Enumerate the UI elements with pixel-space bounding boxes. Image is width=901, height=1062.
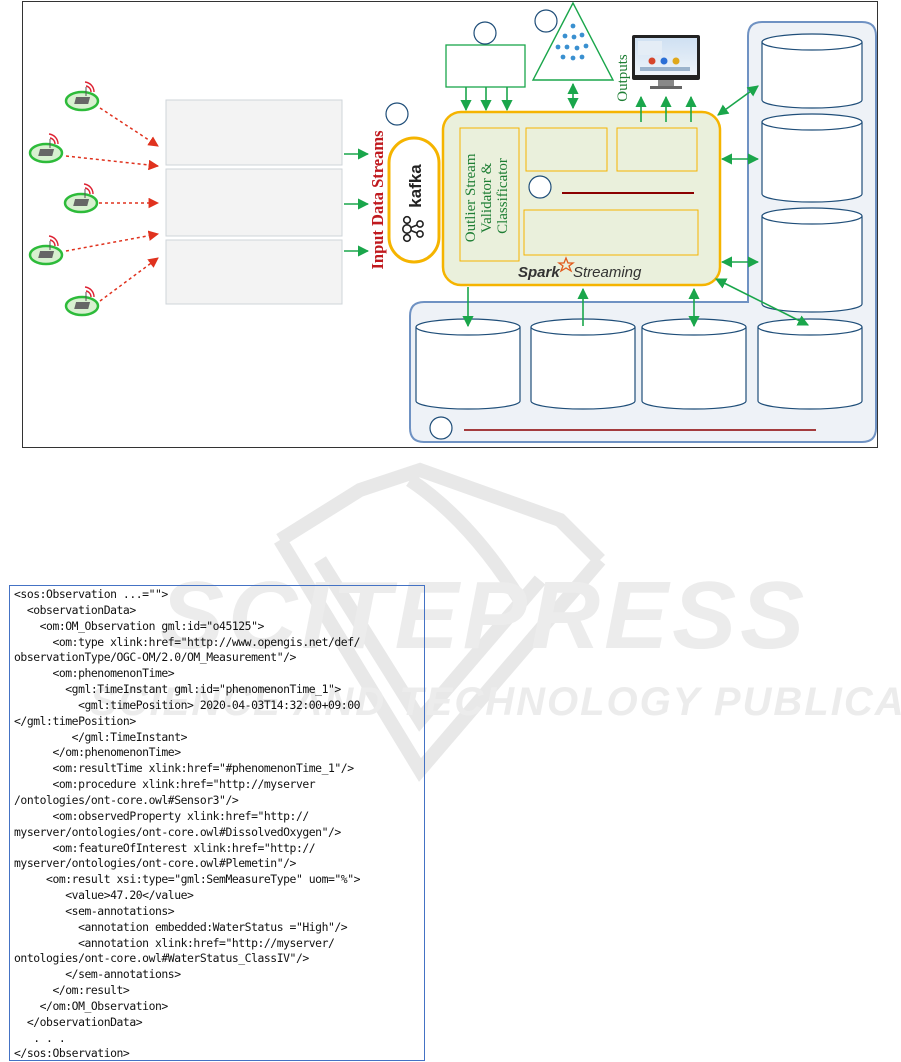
input-stream-box-3 <box>165 239 343 305</box>
spark-storage-arrows <box>462 85 810 328</box>
spark-logo-text: Spark <box>518 264 560 281</box>
code-line: <om:type xlink:href="http://www.opengis.… <box>14 634 361 649</box>
spark-streaming-logo: Spark Streaming <box>518 256 642 281</box>
code-line: </om:OM_Observation> <box>14 998 169 1013</box>
code-line: <om:featureOfInterest xlink:href="http:/… <box>14 840 316 855</box>
code-line: </observationData> <box>14 1014 143 1029</box>
step-circle-ml <box>534 9 558 33</box>
database-icon <box>415 318 521 410</box>
input-streams-label: Input Data Streams <box>368 130 387 270</box>
svg-text:SCIENCE AND TECHNOLOGY PUBLICA: SCIENCE AND TECHNOLOGY PUBLICATIONS <box>90 680 901 724</box>
code-line: myserver/ontologies/ont-core.owl#Dissolv… <box>14 824 341 839</box>
publisher-watermark-text: SCITEPRESS SCIENCE AND TECHNOLOGY PUBLIC… <box>90 562 901 724</box>
code-line: <om:result xsi:type="gml:SemMeasureType"… <box>14 872 361 887</box>
code-line: . . . <box>14 1030 66 1045</box>
code-line: /ontologies/ont-core.owl#Sensor3"/> <box>14 792 239 807</box>
code-line: </om:result> <box>14 983 130 998</box>
publisher-watermark-logo <box>274 462 606 782</box>
code-line: <om:observedProperty xlink:href="http:// <box>14 808 309 823</box>
step-circle-kafka <box>385 102 409 126</box>
kafka-label: kafka <box>406 164 425 208</box>
sensor-icon <box>63 183 99 214</box>
spark-to-outputs-arrows <box>635 95 697 122</box>
code-line: <annotation embedded:WaterStatus ="High"… <box>14 919 348 934</box>
database-icon <box>761 113 863 203</box>
stream-to-kafka-arrows <box>344 148 370 257</box>
code-line: <gml:timePosition> 2020-04-03T14:32:00+0… <box>14 697 361 712</box>
streaming-logo-text: Streaming <box>573 264 642 281</box>
sensor-icon <box>64 81 100 112</box>
validator-label: Outlier Stream Validator & Classificator <box>463 150 511 242</box>
code-line: <om:phenomenonTime> <box>14 666 175 681</box>
step-circle-storage <box>429 416 453 440</box>
code-line: </sem-annotations> <box>14 967 181 982</box>
config-box <box>445 44 526 88</box>
processing-box-3 <box>523 209 699 256</box>
step-circle-config <box>473 21 497 45</box>
config-to-spark-arrows <box>460 87 513 112</box>
sensor-icon <box>28 133 64 164</box>
sensor-icon <box>28 235 64 266</box>
code-line: <om:resultTime xlink:href="#phenomenonTi… <box>14 761 354 776</box>
code-line: </gml:TimeInstant> <box>14 729 188 744</box>
code-line: <observationData> <box>14 602 136 617</box>
outputs-label: Outputs <box>615 54 631 102</box>
code-line: </sos:Observation> <box>14 1046 130 1061</box>
svg-text:SCITEPRESS: SCITEPRESS <box>160 562 808 669</box>
code-line: <om:procedure xlink:href="http://myserve… <box>14 777 316 792</box>
code-line: <sem-annotations> <box>14 903 175 918</box>
code-line: <gml:TimeInstant gml:id="phenomenonTime_… <box>14 682 341 697</box>
step-circle-processing <box>528 175 552 199</box>
ml-model-triangle <box>531 1 615 81</box>
validator-box <box>459 127 520 262</box>
code-line: <annotation xlink:href="http://myserver/ <box>14 935 335 950</box>
spark-star-icon <box>557 256 575 273</box>
processing-box-2 <box>616 127 698 172</box>
neural-network-icon <box>555 23 589 61</box>
kafka-box <box>387 136 441 264</box>
sensor-icon <box>64 286 100 317</box>
code-line: <value>47.20</value> <box>14 888 194 903</box>
database-icon <box>757 318 863 410</box>
sensor-nodes <box>28 81 100 317</box>
architecture-diagram: Outlier Stream Validator & Classificator… <box>22 1 878 448</box>
xml-code-listing: <sos:Observation ...=""> <observationDat… <box>9 585 425 1061</box>
kafka-logo-icon <box>402 215 424 243</box>
code-line: <om:OM_Observation gml:id="o45125"> <box>14 618 265 633</box>
database-icon <box>761 33 863 109</box>
input-stream-box-2 <box>165 168 343 237</box>
code-line: ontologies/ont-core.owl#WaterStatus_Clas… <box>14 951 309 966</box>
sensor-stream-arrows <box>65 107 160 302</box>
code-line: </om:phenomenonTime> <box>14 745 181 760</box>
watermark: SCITEPRESS SCIENCE AND TECHNOLOGY PUBLIC… <box>90 462 901 782</box>
code-line: </gml:timePosition> <box>14 713 136 728</box>
storage-db-right <box>761 33 863 313</box>
input-stream-box-1 <box>165 99 343 166</box>
database-icon <box>641 318 747 410</box>
code-block: <sos:Observation ...=""> <observationDat… <box>10 586 424 1061</box>
database-icon <box>761 207 863 313</box>
code-line: observationType/OGC-OM/2.0/OM_Measuremen… <box>14 650 296 665</box>
code-line: myserver/ontologies/ont-core.owl#Plemeti… <box>14 856 296 871</box>
database-icon <box>530 318 636 410</box>
code-line: <sos:Observation ...=""> <box>14 587 168 601</box>
processing-box-1 <box>525 127 608 172</box>
dashboard-monitor-icon <box>632 35 700 89</box>
input-stream-boxes <box>165 99 343 305</box>
